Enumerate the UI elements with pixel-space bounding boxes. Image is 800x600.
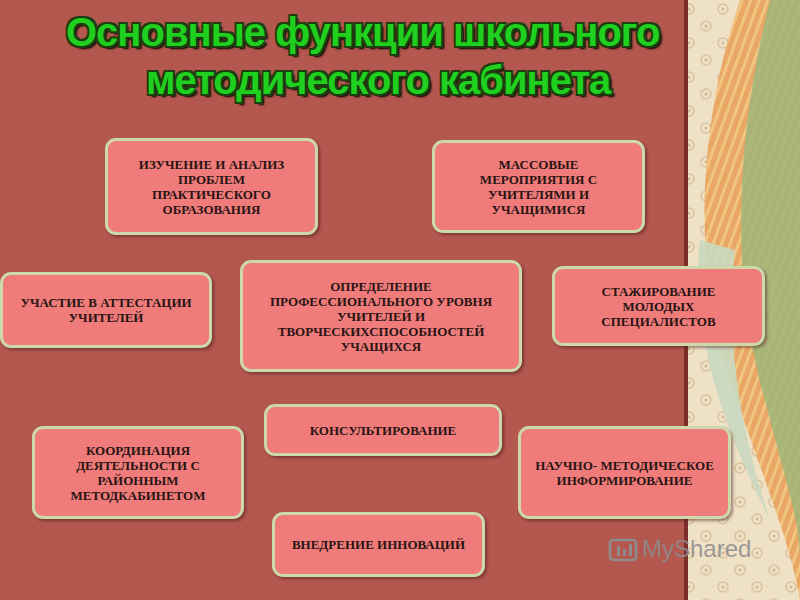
watermark-icon	[610, 540, 636, 560]
function-box: НАУЧНО- МЕТОДИЧЕСКОЕ ИНФОРМИРОВАНИЕ	[518, 426, 731, 519]
function-box: МАССОВЫЕ МЕРОПРИЯТИЯ С УЧИТЕЛЯМИ И УЧАЩИ…	[432, 140, 645, 233]
box-text: КООРДИНАЦИЯ ДЕЯТЕЛЬНОСТИ С РАЙОННЫМ МЕТО…	[45, 443, 231, 503]
function-box: ВНЕДРЕНИЕ ИННОВАЦИЙ	[272, 512, 485, 577]
function-box: СТАЖИРОВАНИЕ МОЛОДЫХ СПЕЦИАЛИСТОВ	[552, 266, 765, 346]
function-box: КООРДИНАЦИЯ ДЕЯТЕЛЬНОСТИ С РАЙОННЫМ МЕТО…	[32, 426, 244, 519]
box-text: МАССОВЫЕ МЕРОПРИЯТИЯ С УЧИТЕЛЯМИ И УЧАЩИ…	[445, 157, 632, 217]
box-text: КОНСУЛЬТИРОВАНИЕ	[310, 423, 457, 438]
box-text: СТАЖИРОВАНИЕ МОЛОДЫХ СПЕЦИАЛИСТОВ	[565, 284, 752, 329]
box-text: ВНЕДРЕНИЕ ИННОВАЦИЙ	[292, 537, 465, 552]
watermark: MyShared	[642, 535, 751, 563]
function-box: УЧАСТИЕ В АТТЕСТАЦИИ УЧИТЕЛЕЙ	[0, 272, 212, 348]
function-box: КОНСУЛЬТИРОВАНИЕ	[264, 404, 502, 456]
box-text: УЧАСТИЕ В АТТЕСТАЦИИ УЧИТЕЛЕЙ	[13, 295, 199, 325]
function-box: ИЗУЧЕНИЕ И АНАЛИЗ ПРОБЛЕМ ПРАКТИЧЕСКОГО …	[105, 138, 318, 235]
box-text: ИЗУЧЕНИЕ И АНАЛИЗ ПРОБЛЕМ ПРАКТИЧЕСКОГО …	[118, 157, 305, 217]
slide-title: Основные функции школьного методического…	[66, 8, 686, 104]
box-text: НАУЧНО- МЕТОДИЧЕСКОЕ ИНФОРМИРОВАНИЕ	[531, 458, 718, 488]
box-text: ОПРЕДЕЛЕНИЕ ПРОФЕССИОНАЛЬНОГО УРОВНЯ УЧИ…	[253, 279, 509, 354]
function-box: ОПРЕДЕЛЕНИЕ ПРОФЕССИОНАЛЬНОГО УРОВНЯ УЧИ…	[240, 260, 522, 372]
